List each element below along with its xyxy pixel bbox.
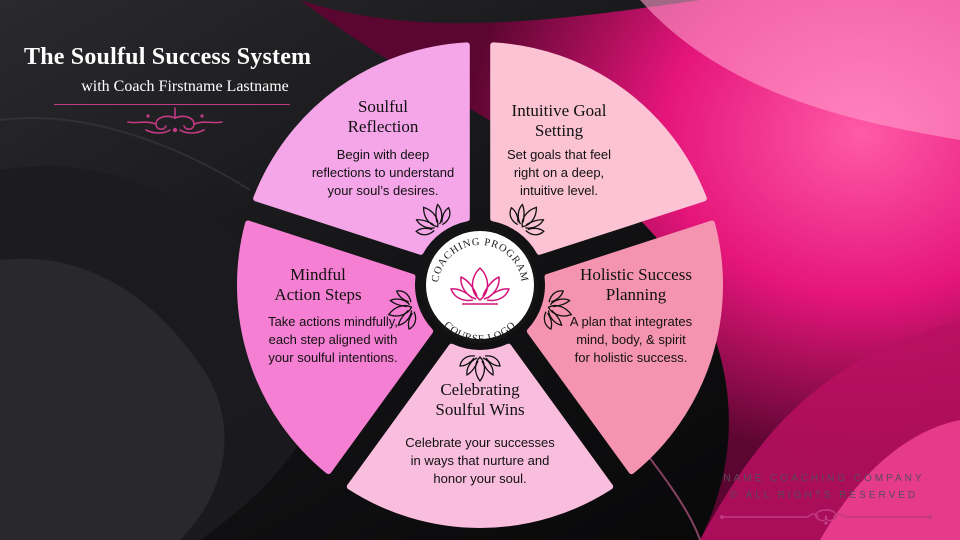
- segment-body-line: honor your soul.: [433, 471, 527, 486]
- lotus-icon: [450, 267, 510, 305]
- title-divider: [54, 104, 290, 105]
- segment-title-line: Soulful Wins: [435, 400, 525, 419]
- segment-body-line: Celebrate your successes: [405, 435, 555, 450]
- segment-title-line: Soulful: [357, 97, 409, 116]
- footer-ornament-icon: [720, 509, 932, 525]
- segment-holistic-planning-body: A plan that integrates mind, body, & spi…: [551, 313, 711, 367]
- company-name: NAME COACHING COMPANY: [723, 473, 925, 484]
- lotus-ornament-icon: [387, 290, 417, 330]
- logo-disc: [426, 231, 534, 339]
- segment-title-line: Planning: [605, 285, 667, 304]
- segment-holistic-planning-title: Holistic Success Planning: [556, 265, 716, 305]
- segment-title-line: Holistic Success: [580, 265, 692, 284]
- segment-body-line: each step aligned with: [268, 332, 398, 347]
- segment-mindful-action-title: Mindful Action Steps: [238, 265, 398, 305]
- lotus-ornament-icon: [543, 290, 573, 330]
- segment-soulful-reflection: [253, 42, 470, 255]
- segment-title-line: Setting: [534, 121, 584, 140]
- segment-title-line: Mindful: [290, 265, 346, 284]
- segment-intuitive-goal: [490, 42, 707, 255]
- segment-body-line: intuitive level.: [519, 183, 599, 198]
- segment-celebrating-wins: [346, 343, 614, 528]
- segment-celebrating-wins-title: Celebrating Soulful Wins: [400, 380, 560, 420]
- segment-title-line: Celebrating: [440, 380, 520, 399]
- lotus-ornament-icon: [459, 355, 501, 383]
- segment-body-line: Begin with deep: [336, 147, 430, 162]
- segment-title-line: Reflection: [347, 117, 419, 136]
- segment-mindful-action-body: Take actions mindfully, each step aligne…: [248, 313, 418, 367]
- page-subtitle: with Coach Firstname Lastname: [81, 78, 289, 95]
- segment-body-line: your soul’s desires.: [327, 183, 439, 198]
- segment-celebrating-wins-body: Celebrate your successes in ways that nu…: [385, 434, 575, 488]
- flourish-ornament-icon: [127, 107, 223, 134]
- segment-body-line: right on a deep,: [513, 165, 605, 180]
- segment-body-line: your soulful intentions.: [268, 350, 398, 365]
- copyright-text: © ALL RIGHTS RESERVED: [729, 490, 919, 501]
- segment-intuitive-goal-title: Intuitive Goal Setting: [484, 101, 634, 141]
- segment-body-line: for holistic success.: [574, 350, 688, 365]
- segment-title-line: Action Steps: [274, 285, 362, 304]
- segment-body-line: A plan that integrates: [569, 314, 693, 329]
- segment-title-line: Intuitive Goal: [511, 101, 607, 120]
- segment-body-line: Take actions mindfully,: [268, 314, 398, 329]
- segment-body-line: reflections to understand: [311, 165, 455, 180]
- segment-mindful-action: [237, 220, 434, 475]
- segment-intuitive-goal-body: Set goals that feel right on a deep, int…: [479, 146, 639, 200]
- segment-holistic-planning: [526, 220, 723, 475]
- company-credit: NAME COACHING COMPANY © ALL RIGHTS RESER…: [712, 470, 936, 504]
- lotus-ornament-icon: [509, 203, 545, 236]
- segment-body-line: Set goals that feel: [506, 147, 612, 162]
- page-title: The Soulful Success System: [24, 44, 312, 70]
- segment-soulful-reflection-title: Soulful Reflection: [308, 97, 458, 137]
- segment-body-line: in ways that nurture and: [410, 453, 550, 468]
- segment-soulful-reflection-body: Begin with deep reflections to understan…: [293, 146, 473, 200]
- lotus-ornament-icon: [415, 203, 451, 236]
- segment-body-line: mind, body, & spirit: [576, 332, 686, 347]
